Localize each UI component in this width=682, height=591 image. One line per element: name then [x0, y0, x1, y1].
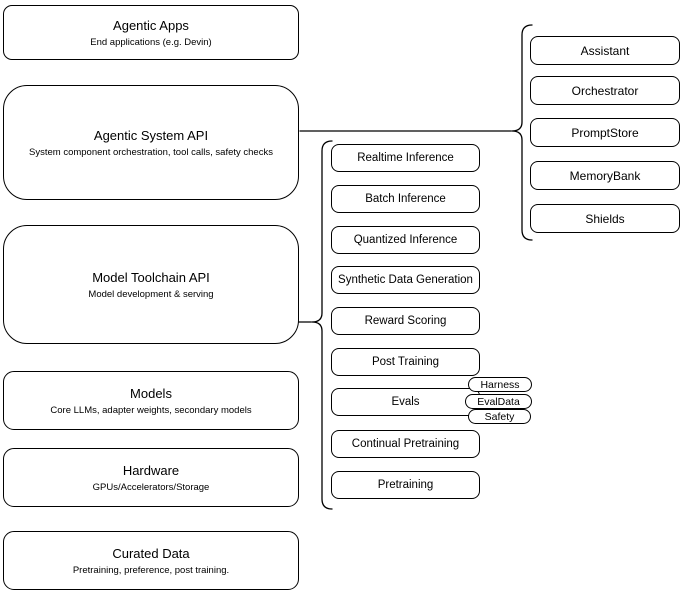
- box-title: Agentic System API: [93, 127, 209, 143]
- toolchain-services-brace: [311, 140, 333, 510]
- box-model-toolchain-api: Model Toolchain API Model development & …: [3, 225, 299, 344]
- box-subtitle: Core LLMs, adapter weights, secondary mo…: [50, 404, 252, 416]
- box-synthetic-data-generation: Synthetic Data Generation: [331, 266, 480, 294]
- box-continual-pretraining: Continual Pretraining: [331, 430, 480, 458]
- box-curated-data: Curated Data Pretraining, preference, po…: [3, 531, 299, 590]
- box-title: Agentic Apps: [113, 17, 189, 33]
- box-memorybank: MemoryBank: [530, 161, 680, 190]
- box-title: Curated Data: [112, 545, 190, 561]
- box-reward-scoring: Reward Scoring: [331, 307, 480, 335]
- box-title: Models: [130, 385, 172, 401]
- pill-safety: Safety: [468, 409, 531, 424]
- box-post-training: Post Training: [331, 348, 480, 376]
- box-orchestrator: Orchestrator: [530, 76, 680, 105]
- box-realtime-inference: Realtime Inference: [331, 144, 480, 172]
- box-batch-inference: Batch Inference: [331, 185, 480, 213]
- pill-evaldata: EvalData: [465, 394, 532, 409]
- box-evals: Evals: [331, 388, 480, 416]
- box-shields: Shields: [530, 204, 680, 233]
- box-subtitle: End applications (e.g. Devin): [90, 36, 212, 48]
- box-agentic-apps: Agentic Apps End applications (e.g. Devi…: [3, 5, 299, 60]
- box-quantized-inference: Quantized Inference: [331, 226, 480, 254]
- box-title: Model Toolchain API: [92, 269, 210, 285]
- box-subtitle: GPUs/Accelerators/Storage: [92, 481, 210, 493]
- box-pretraining: Pretraining: [331, 471, 480, 499]
- box-title: Hardware: [122, 462, 180, 478]
- system-services-brace: [511, 24, 533, 241]
- box-subtitle: System component orchestration, tool cal…: [29, 146, 273, 158]
- box-subtitle: Pretraining, preference, post training.: [72, 564, 230, 576]
- box-subtitle: Model development & serving: [88, 288, 214, 300]
- pill-harness: Harness: [468, 377, 532, 392]
- box-hardware: Hardware GPUs/Accelerators/Storage: [3, 448, 299, 507]
- box-models: Models Core LLMs, adapter weights, secon…: [3, 371, 299, 430]
- box-promptstore: PromptStore: [530, 118, 680, 147]
- box-agentic-system-api: Agentic System API System component orch…: [3, 85, 299, 200]
- box-assistant: Assistant: [530, 36, 680, 65]
